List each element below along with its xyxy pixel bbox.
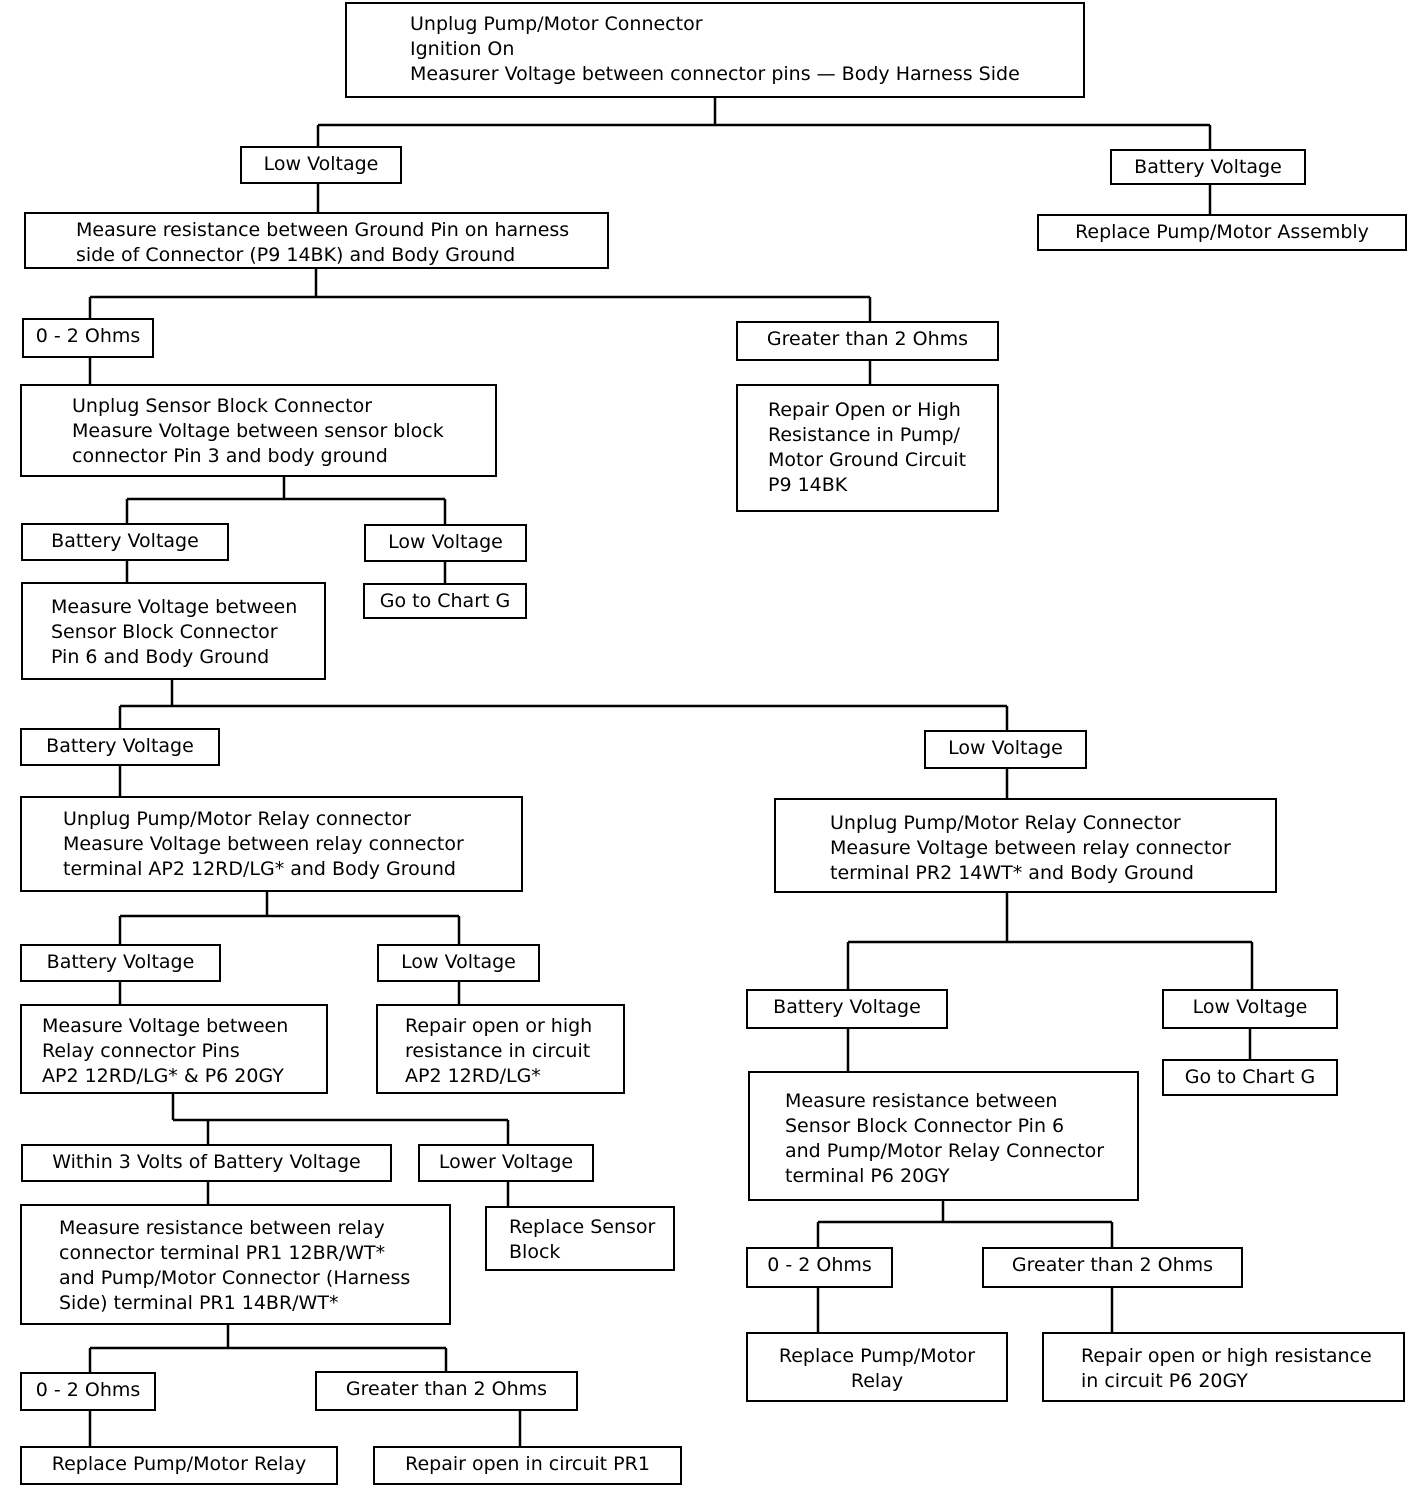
replace-relay-2: Replace Pump/Motor Relay [746, 1332, 1008, 1402]
low-voltage-5: Low Voltage [1162, 989, 1338, 1029]
measure-pin6: Measure Voltage between Sensor Block Con… [21, 582, 326, 680]
greater-two-ohms-c: Greater than 2 Ohms [982, 1247, 1243, 1288]
unplug-relay-pr2: Unplug Pump/Motor Relay Connector Measur… [774, 798, 1277, 893]
unplug-sensor-block: Unplug Sensor Block Connector Measure Vo… [20, 384, 497, 477]
zero-two-ohms-a: 0 - 2 Ohms [22, 318, 154, 358]
zero-two-ohms-c: 0 - 2 Ohms [746, 1247, 893, 1288]
repair-ap2: Repair open or high resistance in circui… [376, 1004, 625, 1094]
battery-voltage-2: Battery Voltage [21, 523, 229, 561]
greater-two-ohms-b: Greater than 2 Ohms [315, 1371, 578, 1411]
zero-two-ohms-b: 0 - 2 Ohms [20, 1372, 156, 1411]
repair-pr1: Repair open in circuit PR1 [373, 1446, 682, 1485]
low-voltage-3: Low Voltage [924, 730, 1087, 769]
replace-relay-1: Replace Pump/Motor Relay [20, 1446, 338, 1485]
go-chart-g-2: Go to Chart G [1162, 1059, 1338, 1096]
repair-p6: Repair open or high resistance in circui… [1042, 1332, 1405, 1402]
greater-two-ohms-a: Greater than 2 Ohms [736, 321, 999, 361]
lower-voltage: Lower Voltage [418, 1144, 594, 1182]
root-step: Unplug Pump/Motor Connector Ignition On … [345, 2, 1085, 98]
unplug-relay-ap2: Unplug Pump/Motor Relay connector Measur… [20, 796, 523, 892]
battery-voltage-3: Battery Voltage [20, 728, 220, 766]
replace-sensor-block: Replace Sensor Block [485, 1206, 675, 1271]
battery-voltage-5: Battery Voltage [746, 989, 948, 1029]
repair-ground-circuit: Repair Open or High Resistance in Pump/ … [736, 384, 999, 512]
go-chart-g-1: Go to Chart G [363, 583, 527, 619]
replace-pump-motor-assembly: Replace Pump/Motor Assembly [1037, 214, 1407, 251]
low-voltage-1: Low Voltage [240, 146, 402, 184]
low-voltage-2: Low Voltage [364, 524, 527, 562]
battery-voltage-1: Battery Voltage [1110, 149, 1306, 185]
measure-ground-pin: Measure resistance between Ground Pin on… [24, 212, 609, 269]
measure-pr1: Measure resistance between relay connect… [20, 1204, 451, 1325]
low-voltage-4: Low Voltage [377, 944, 540, 982]
measure-relay-pins: Measure Voltage between Relay connector … [20, 1004, 328, 1094]
battery-voltage-4: Battery Voltage [20, 944, 221, 982]
within-3-volts: Within 3 Volts of Battery Voltage [21, 1144, 392, 1182]
measure-p6: Measure resistance between Sensor Block … [748, 1071, 1139, 1201]
